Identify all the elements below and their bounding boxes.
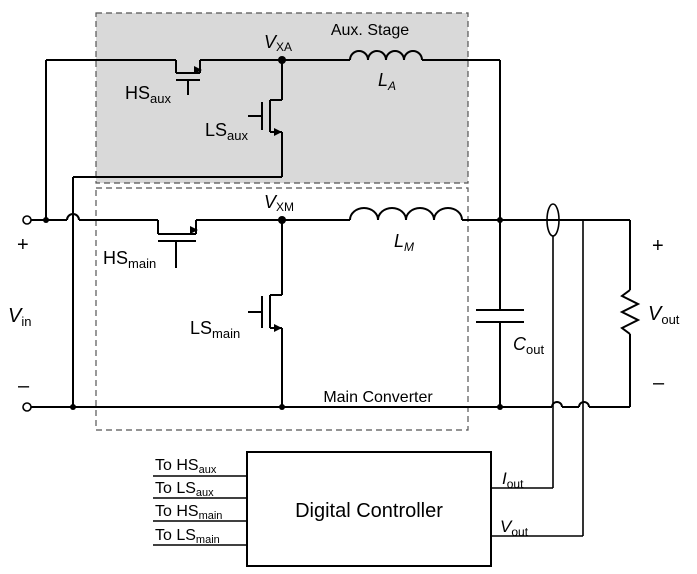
ls-main-label: LSmain [190, 318, 240, 341]
inductor-la-label: LA [378, 70, 396, 93]
capacitor-cout [476, 220, 524, 407]
load-resistor [619, 220, 641, 407]
vin-label: Vin [8, 305, 31, 329]
cout-label: Cout [513, 334, 544, 357]
hs-aux-transistor [176, 66, 202, 95]
hs-main-label: HSmain [103, 248, 156, 271]
vin-plus-label: + [17, 234, 29, 256]
vout-label: Vout [648, 303, 680, 327]
sense-wires [491, 220, 584, 537]
vin-minus-terminal [22, 402, 32, 412]
digital-controller-label: Digital Controller [295, 500, 443, 522]
vin-minus-label: – [18, 375, 30, 397]
out-label-hs-aux: To HSaux [155, 457, 217, 476]
controller-output-lines [153, 475, 247, 546]
in-label-vout: Vout [500, 517, 529, 539]
out-label-ls-aux: To LSaux [155, 480, 214, 499]
out-label-ls-main: To LSmain [155, 527, 220, 546]
node-vxm-label: VXM [264, 192, 294, 214]
junction-dots [43, 56, 503, 410]
aux-stage-label: Aux. Stage [331, 22, 409, 39]
inductor-lm-label: LM [394, 231, 414, 254]
vin-plus-terminal [22, 215, 32, 225]
hs-main-transistor [158, 226, 198, 268]
main-converter-region [95, 187, 469, 431]
aux-wiring [45, 59, 501, 407]
main-converter-label: Main Converter [323, 389, 433, 406]
node-vxa-label: VXA [264, 32, 292, 54]
vout-plus-label: + [652, 235, 664, 257]
hs-aux-label: HSaux [125, 83, 171, 106]
out-label-hs-main: To HSmain [155, 503, 222, 522]
inductor-lm [349, 207, 463, 221]
inductor-la [349, 50, 423, 61]
in-label-iout: Iout [502, 469, 524, 491]
ls-aux-transistor [248, 102, 282, 136]
vout-minus-label: – [653, 372, 665, 394]
digital-controller-box [246, 451, 492, 567]
main-top-rail [31, 213, 630, 235]
ls-aux-label: LSaux [205, 120, 248, 143]
ls-main-transistor [248, 220, 283, 407]
